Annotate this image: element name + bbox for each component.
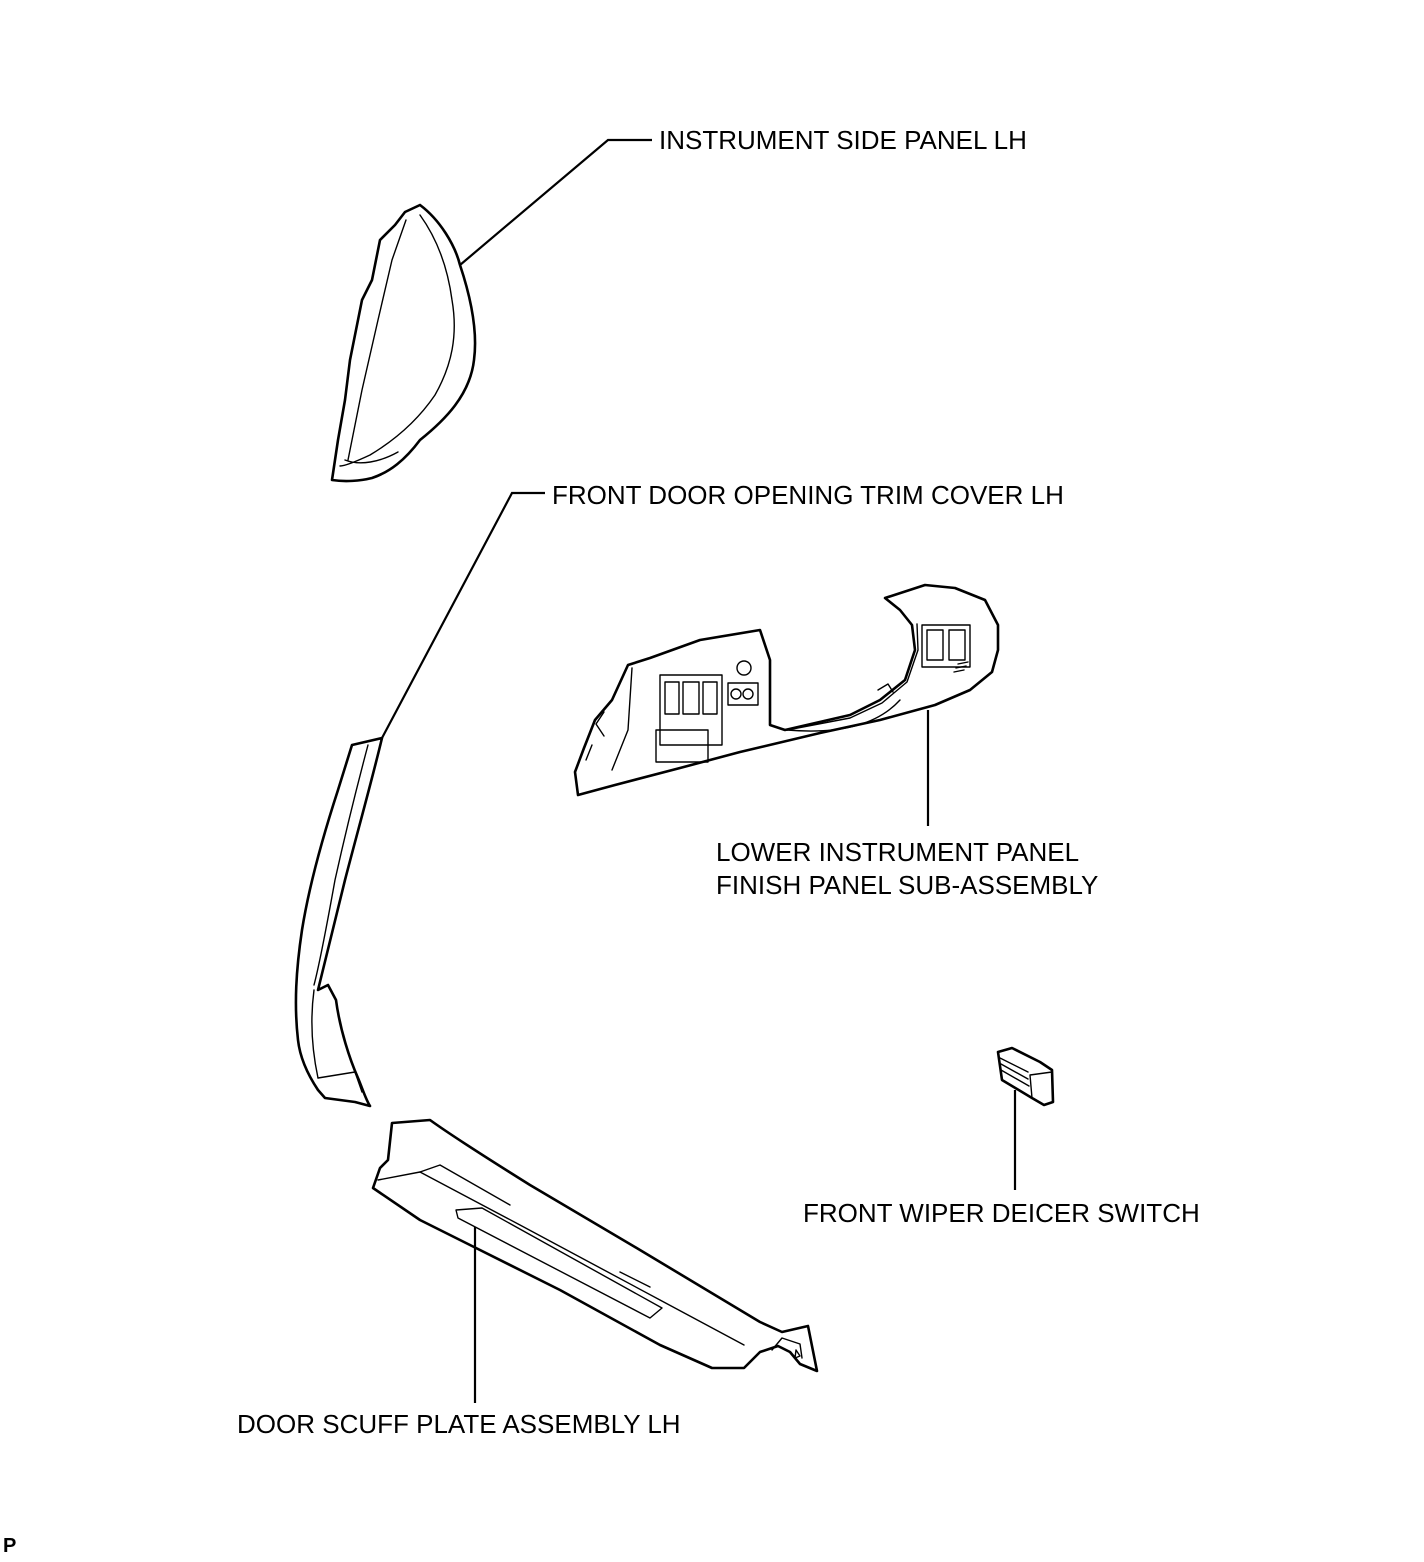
door-scuff-plate-part bbox=[371, 1118, 819, 1373]
leader-instrument-side-panel bbox=[459, 138, 652, 266]
label-front-wiper-deicer-switch: FRONT WIPER DEICER SWITCH bbox=[803, 1198, 1200, 1228]
corner-mark: P bbox=[3, 1535, 17, 1557]
label-lower-instrument-panel-line2: FINISH PANEL SUB-ASSEMBLY bbox=[716, 870, 1099, 900]
label-lower-instrument-panel-line1: LOWER INSTRUMENT PANEL bbox=[716, 837, 1080, 867]
front-door-opening-trim-cover-part bbox=[294, 736, 384, 1108]
instrument-side-panel-part bbox=[330, 203, 477, 483]
label-instrument-side-panel: INSTRUMENT SIDE PANEL LH bbox=[659, 125, 1027, 155]
front-wiper-deicer-switch-part bbox=[996, 1046, 1055, 1107]
label-front-door-opening-trim-cover: FRONT DOOR OPENING TRIM COVER LH bbox=[552, 480, 1064, 510]
label-door-scuff-plate: DOOR SCUFF PLATE ASSEMBLY LH bbox=[237, 1409, 681, 1439]
lower-instrument-panel-finish-panel-part bbox=[573, 583, 1000, 797]
leader-front-door-opening-trim bbox=[381, 491, 545, 739]
